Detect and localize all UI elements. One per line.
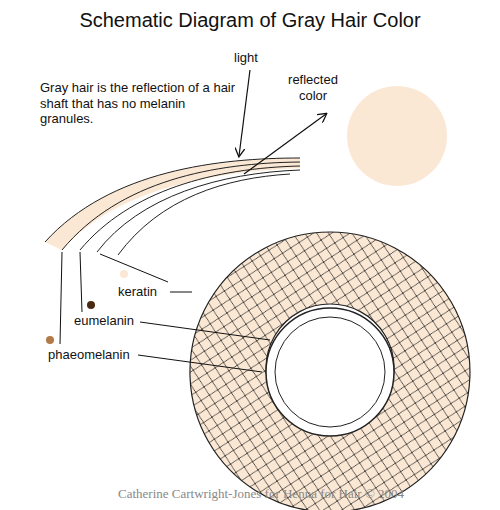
- copyright-watermark: Catherine Cartwright-Jones for Henna for…: [118, 486, 404, 502]
- eumelanin-dot: [87, 301, 95, 309]
- medulla-ring: [266, 308, 394, 436]
- light-label: light: [234, 50, 258, 66]
- keratin-cortex: [190, 232, 470, 510]
- reflected-color-disc: [347, 86, 447, 186]
- note-text: Gray hair is the reflection of a hair sh…: [40, 80, 236, 127]
- medulla-core: [275, 317, 385, 427]
- phaeomelanin-label: phaeomelanin: [48, 347, 130, 363]
- reflected-label: reflected color: [280, 72, 346, 103]
- light-arrow: [239, 70, 250, 156]
- reflected-arrow: [244, 114, 326, 174]
- keratin-dot: [120, 270, 128, 278]
- phaeomelanin-dot: [46, 336, 54, 344]
- keratin-label: keratin: [118, 284, 157, 300]
- eumelanin-label: eumelanin: [74, 313, 134, 329]
- diagram-title: Schematic Diagram of Gray Hair Color: [0, 8, 500, 32]
- hair-shaft: [45, 158, 300, 255]
